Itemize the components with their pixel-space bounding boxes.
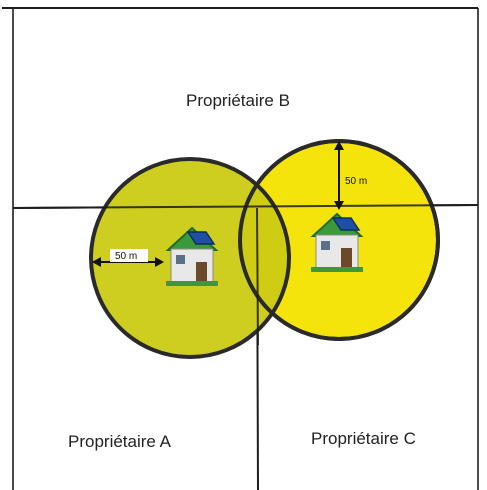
boundary-vertical-over <box>256 207 259 346</box>
owner-label-a: Propriétaire A <box>68 432 172 451</box>
radius-arrow-right <box>334 141 344 210</box>
radius-label-right: 50 m <box>345 176 367 187</box>
radius-label-left: 50 m <box>115 251 137 262</box>
owner-label-b: Propriétaire B <box>186 91 290 110</box>
house-with-solar-panels-icon <box>310 212 364 272</box>
radius-arrow-left <box>92 249 164 267</box>
boundary-horizontal-over <box>12 204 479 209</box>
house-with-solar-panels-icon <box>165 226 219 286</box>
owner-label-c: Propriétaire C <box>311 429 416 448</box>
